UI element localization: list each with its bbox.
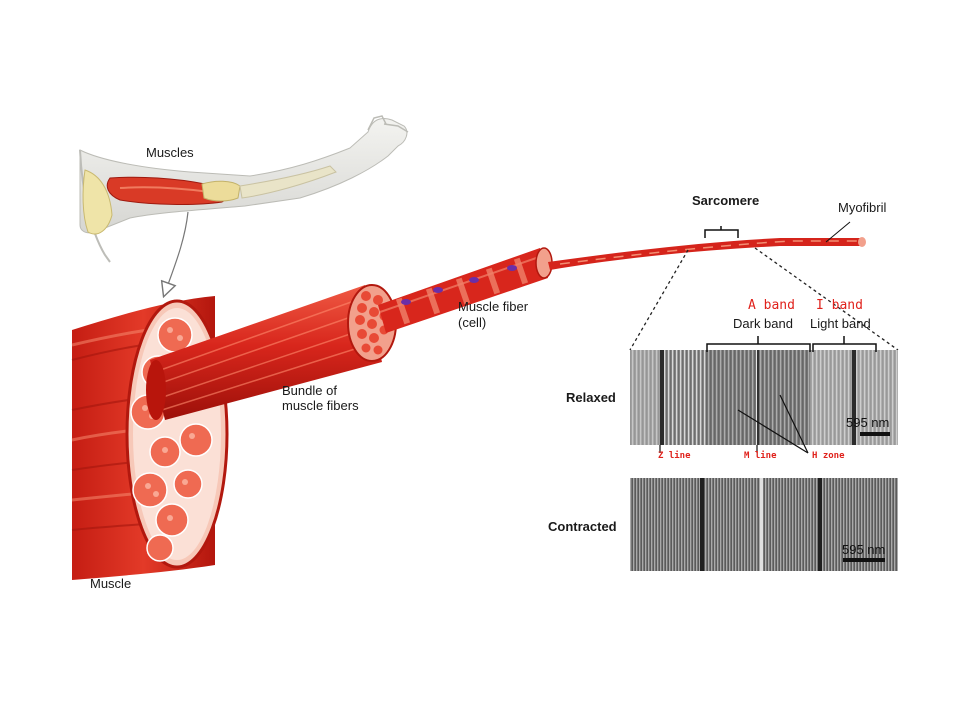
m-line-label: M line xyxy=(744,451,777,461)
i-band-bracket xyxy=(812,336,877,352)
a-band-label: A band xyxy=(748,298,795,313)
relaxed-micrograph xyxy=(630,350,898,445)
light-band-label: Light band xyxy=(810,316,871,331)
relaxed-scale-label: 595 nm xyxy=(846,415,890,430)
myofibril-label: Myofibril xyxy=(838,200,887,215)
muscles-label: Muscles xyxy=(146,145,194,160)
zoom-line-right xyxy=(754,247,899,351)
muscle-fiber-label-line2: (cell) xyxy=(458,315,487,330)
myofibril-illustration xyxy=(548,237,866,270)
contracted-scale-label: 595 nm xyxy=(842,542,886,557)
bundle-label-line1: Bundle of xyxy=(282,383,337,398)
muscle-fiber-illustration xyxy=(378,247,553,333)
bundle-label-line2: muscle fibers xyxy=(282,398,359,413)
sarcomere-label: Sarcomere xyxy=(692,193,760,208)
contracted-label: Contracted xyxy=(548,519,617,534)
h-zone-label: H zone xyxy=(812,451,845,461)
sarcomere-bracket xyxy=(704,226,739,238)
muscle-label: Muscle xyxy=(90,576,132,591)
arm-illustration xyxy=(79,115,409,263)
relaxed-label: Relaxed xyxy=(566,390,616,405)
muscle-fiber-label-line1: Muscle fiber xyxy=(458,299,529,314)
myofibril-leader-line xyxy=(825,221,851,243)
zoom-arrow xyxy=(163,211,191,292)
i-band-label: I band xyxy=(816,298,863,313)
dark-band-label: Dark band xyxy=(733,316,793,331)
contracted-micrograph xyxy=(630,478,898,571)
muscle-illustration xyxy=(71,296,229,580)
z-line-label: Z line xyxy=(658,451,691,461)
h-zone-pointer-lines xyxy=(737,394,809,454)
a-band-bracket xyxy=(706,336,811,352)
zoom-line-left xyxy=(629,249,689,351)
